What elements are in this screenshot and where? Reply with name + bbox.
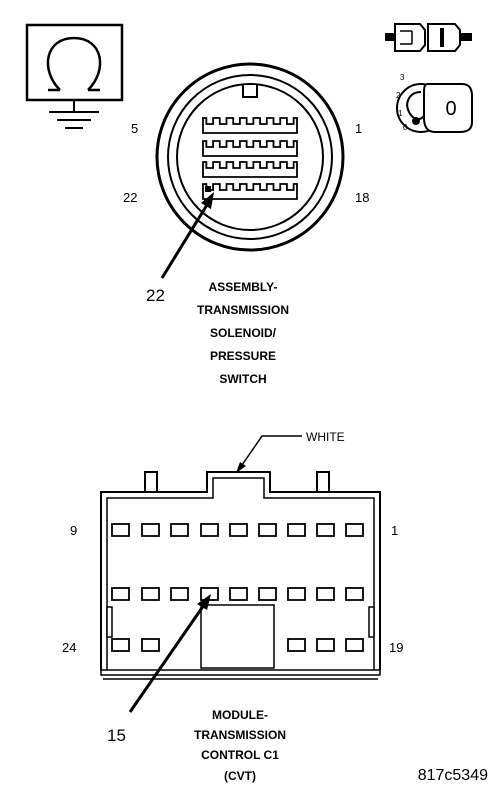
cavity (141, 523, 160, 537)
terminal-row (202, 140, 298, 157)
cavity (316, 523, 335, 537)
cavity (345, 587, 364, 601)
cavity (141, 638, 160, 652)
callout-22-label: 22 (146, 286, 165, 305)
cavity (316, 638, 335, 652)
caption-line: (CVT) (224, 769, 256, 783)
round-pin-5-label: 5 (131, 121, 138, 136)
bottom-connector-caption: MODULE- TRANSMISSION CONTROL C1 (CVT) (194, 708, 286, 783)
cavity (345, 638, 364, 652)
callout-arrow-15 (128, 594, 211, 713)
white-leader-arrow (236, 435, 302, 473)
cavity (111, 523, 130, 537)
connector-plug-icon (385, 23, 472, 52)
cavity (170, 523, 189, 537)
caption-line: ASSEMBLY- (209, 280, 278, 294)
ignition-position-0: 0 (403, 123, 408, 132)
round-pin-22-label: 22 (123, 190, 137, 205)
cavity (287, 638, 306, 652)
rect-pin-9-label: 9 (70, 523, 77, 538)
terminal-row (202, 161, 298, 178)
rect-connector (100, 471, 381, 680)
cavity (200, 523, 219, 537)
caption-line: TRANSMISSION (197, 303, 289, 317)
cavity (141, 587, 160, 601)
cavity (170, 587, 189, 601)
cavity (316, 587, 335, 601)
caption-line: SOLENOID/ (210, 326, 277, 340)
cavity (345, 523, 364, 537)
white-color-label: WHITE (306, 430, 345, 444)
round-connector (155, 62, 345, 252)
cavity (229, 587, 248, 601)
caption-line: PRESSURE (210, 349, 276, 363)
terminal-row (202, 183, 298, 200)
callout-15-label: 15 (107, 726, 126, 745)
top-connector-caption: ASSEMBLY- TRANSMISSION SOLENOID/ PRESSUR… (197, 280, 289, 386)
rect-pin-1-label: 1 (391, 523, 398, 538)
ground-ohm-icon (25, 23, 124, 129)
cavity (111, 638, 130, 652)
cavity (258, 587, 277, 601)
cavity (111, 587, 130, 601)
caption-line: TRANSMISSION (194, 728, 286, 742)
rect-pin-24-label: 24 (62, 640, 76, 655)
callout-arrow-22 (160, 192, 214, 279)
caption-line: CONTROL C1 (201, 748, 279, 762)
ignition-key-icon: 0 3 2 1 0 (396, 73, 473, 133)
round-pin-1-label: 1 (355, 121, 362, 136)
cavity (287, 587, 306, 601)
pin-22-marker (205, 186, 211, 192)
ignition-position-3: 3 (400, 73, 405, 82)
caption-line: MODULE- (212, 708, 268, 722)
ignition-position-2: 2 (396, 91, 401, 100)
round-pin-18-label: 18 (355, 190, 369, 205)
ignition-position-1: 1 (398, 109, 403, 118)
ignition-key-label: 0 (445, 98, 456, 120)
rect-pin-19-label: 19 (389, 640, 403, 655)
cavity (287, 523, 306, 537)
caption-line: SWITCH (219, 372, 266, 386)
cavity (229, 523, 248, 537)
cavity (258, 523, 277, 537)
terminal-row (202, 117, 298, 134)
figure-id: 817c5349 (418, 767, 488, 784)
